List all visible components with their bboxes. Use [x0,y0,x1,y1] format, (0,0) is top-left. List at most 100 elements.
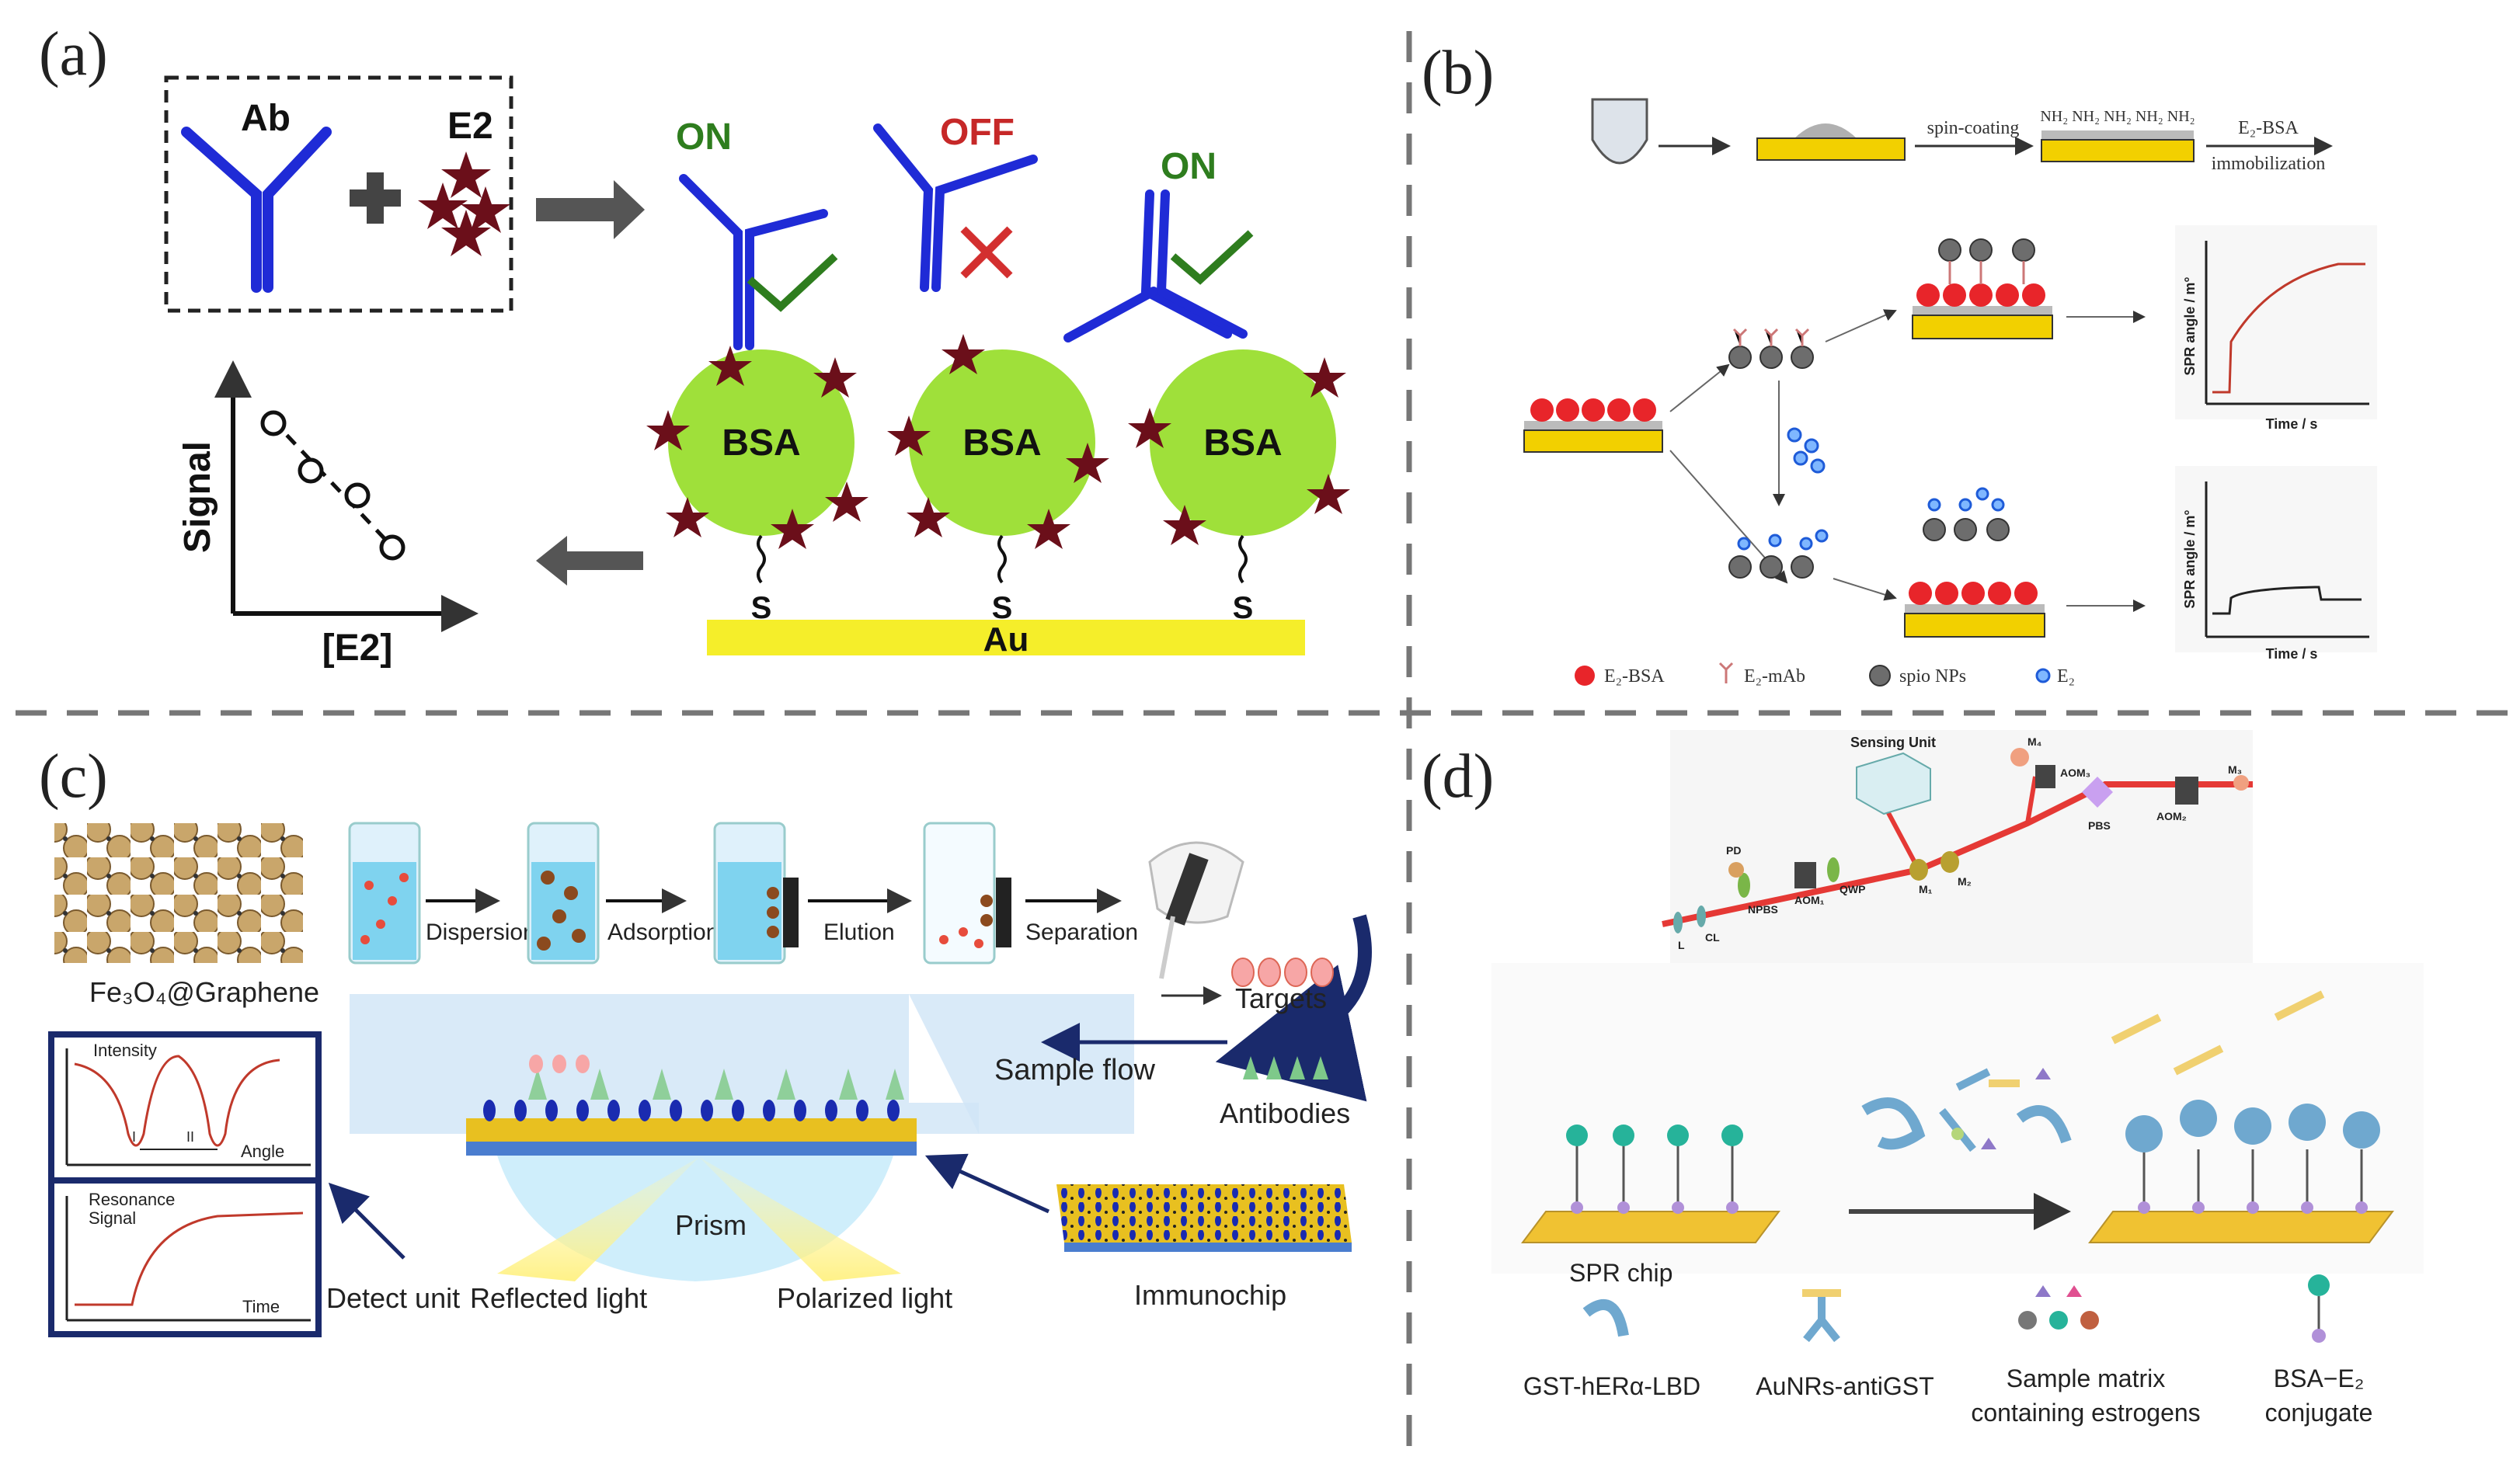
spin-coating-label: spin-coating [1927,118,2020,138]
beaker-adsorption [527,822,600,965]
reflected-light-label: Reflected light [470,1282,647,1314]
step-dispersion: Dispersion [426,919,536,945]
immunochip-label: Immunochip [1134,1279,1286,1311]
optic-cl: CL [1705,931,1720,944]
time-label: Time [242,1297,280,1316]
intensity-plot [65,1048,311,1166]
nh2-label: NH₂ NH₂ NH₂ NH₂ NH₂ [2040,108,2195,125]
optic-m2: M₂ [1958,875,1972,888]
e2-bsa-step-label: E₂-BSA [2238,118,2299,138]
legend-spio-nps: spio NPs [1899,666,1966,687]
beaker-separation [923,822,1011,965]
polarized-beam [699,1157,901,1281]
optic-aom2: AOM₂ [2156,810,2187,822]
legend-bsa-e2: BSA−E₂ [2274,1364,2364,1392]
optic-pbs: PBS [2088,819,2111,832]
bsa-label-3: BSA [1203,422,1282,464]
legend-e2-bsa: E₂-BSA [1604,666,1665,687]
check-icon-2 [1170,230,1254,285]
optic-aom3: AOM₃ [2060,766,2090,779]
gold-surface [707,620,1305,655]
s-label-1: S [751,591,772,625]
bsa-spheres [668,349,1336,536]
back-arrow-icon [536,536,643,586]
immunochip-icon [1056,1184,1352,1252]
step-adsorption: Adsorption [607,919,719,945]
flow-channel [350,994,979,1134]
ab-e2-box [164,75,513,313]
prism-label: Prism [675,1209,747,1241]
s-label-2: S [992,591,1013,625]
beaker-elution [713,822,799,965]
spr-chip-label: SPR chip [1569,1259,1672,1287]
substrate-2 [2041,130,2194,140]
step-separation: Separation [1025,919,1138,945]
antibody-icon [181,127,332,293]
optic-m4: M₄ [2027,735,2041,748]
targets-label: Targets [1235,982,1327,1014]
bsa-label-1: BSA [722,422,800,464]
on-label-1: ON [676,116,732,158]
e2-label: E2 [447,106,493,147]
material-label: Fe₃O₄@Graphene [89,976,319,1008]
panel-a-label: (a) [39,20,108,89]
spr-graph-2-xlabel: Time / s [2266,646,2318,662]
legend-gst: GST-hERα-LBD [1523,1372,1700,1400]
off-label: OFF [940,112,1015,153]
optic-pd: PD [1726,844,1741,857]
panel-b: (b) spin-coating NH₂ NH₂ NH₂ NH₂ NH₂ E₂-… [1422,39,2377,687]
peak-ii-label: II [186,1129,194,1145]
resonance-label: Resonance [89,1190,175,1209]
plus-icon [350,172,401,224]
signal-axis-label: Signal [177,441,218,553]
peak-i-label: I [132,1129,136,1145]
cross-icon [960,226,1013,279]
panel-d-label: (d) [1422,742,1494,811]
graphene-sheet [54,823,303,963]
optic-qwp: QWP [1840,883,1865,895]
panel-d: (d) Sensing Unit PD L CL [1422,730,2424,1427]
bound-chip-top [1912,238,2053,339]
spr-graph-2-ylabel: SPR angle / m° [2182,509,2198,608]
pipette-hand-icon [1148,841,1244,979]
target-drops [1231,958,1334,987]
immobilization-label: immobilization [2212,154,2326,174]
panel-c: (c) Fe₃O₄@Graphene Dispersion Adsorption… [39,742,1372,1337]
legend-e2-mab: E₂-mAb [1744,666,1805,687]
legend-e2: E₂ [2057,666,2075,687]
panel-b-label: (b) [1422,39,1494,107]
bsa-surface-stars [646,334,1350,549]
sensing-unit-label: Sensing Unit [1850,735,1936,750]
on-label-2: ON [1161,146,1216,187]
step-elution: Elution [823,919,895,945]
optic-npbs: NPBS [1748,903,1778,916]
legend-sample-matrix: Sample matrix [2007,1364,2166,1392]
reflected-beam [497,1157,699,1281]
bsa-label-2: BSA [962,422,1041,464]
sample-flow-label: Sample flow [994,1054,1156,1086]
check-icon-1 [747,253,838,312]
free-e2-dots [1787,427,1826,474]
mab-antibody-icons [1732,328,1810,346]
free-antibody-icon [873,123,1038,292]
ab-label: Ab [241,98,291,139]
optic-aom1: AOM₁ [1794,894,1825,906]
e2-axis-label: [E2] [322,627,393,669]
detect-unit-label: Detect unit [326,1282,460,1314]
resonance-signal-label: Signal [89,1208,136,1228]
legend-aunrs: AuNRs-antiGST [1756,1372,1934,1400]
drop-shape [1794,123,1857,138]
spr-graph-1 [2175,225,2377,419]
optics-bench [1662,730,2253,963]
linker-chains [757,534,1248,584]
panel-c-label: (c) [39,742,108,811]
angle-label: Angle [241,1142,284,1161]
forward-arrow-icon [536,180,645,239]
panel-a: (a) Ab E2 [39,20,1350,669]
optic-m1: M₁ [1919,883,1933,895]
intensity-label: Intensity [93,1041,157,1060]
e2-bsa-chip [1523,398,1663,453]
polarized-light-label: Polarized light [777,1282,952,1314]
antibodies-label: Antibodies [1220,1097,1350,1129]
spr-graph-2 [2175,466,2377,652]
